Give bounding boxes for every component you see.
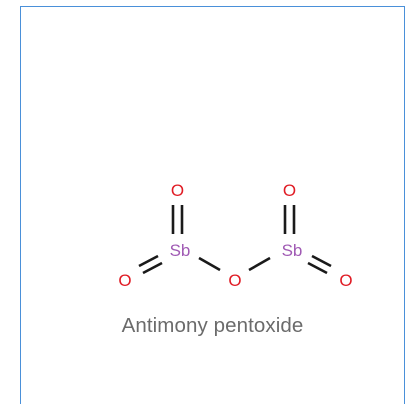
atom-o-right: O — [339, 271, 352, 290]
atom-sb-left: Sb — [170, 241, 191, 260]
atom-o-top-right: O — [283, 181, 296, 200]
bond-sb-right-o-right-1 — [311, 254, 332, 268]
bond-o-bridge-sb-right — [248, 256, 271, 272]
bond-sb-right-o-right-2 — [307, 261, 328, 275]
bond-o-left-sb-2 — [142, 261, 163, 275]
bond-sb-left-o-bridge — [198, 256, 221, 272]
bonds — [138, 205, 332, 275]
bond-o-left-sb-1 — [138, 254, 159, 268]
atom-o-left: O — [118, 271, 131, 290]
molecule-caption: Antimony pentoxide — [121, 314, 304, 337]
atom-o-top-left: O — [171, 181, 184, 200]
atom-o-bridge: O — [228, 271, 241, 290]
figure-frame — [20, 6, 405, 404]
atom-sb-right: Sb — [282, 241, 303, 260]
